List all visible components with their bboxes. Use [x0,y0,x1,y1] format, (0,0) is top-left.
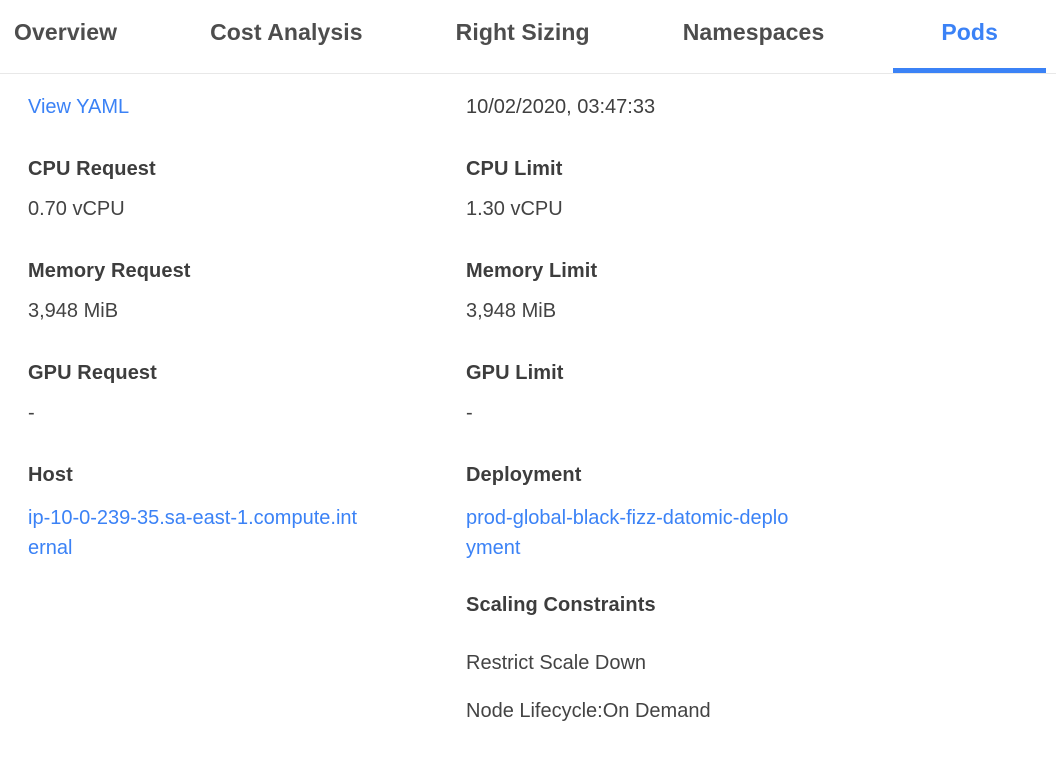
field-cpu-limit: CPU Limit 1.30 vCPU [466,157,1028,221]
field-label: GPU Limit [466,362,564,384]
field-deployment: Deployment prod-global-black-fizz-datomi… [466,463,1028,563]
field-value: - [28,402,35,424]
scaling-constraint-restrict-scale-down: Restrict Scale Down [466,652,647,674]
field-label: Memory Limit [466,260,598,282]
field-label: Host [28,464,73,486]
field-label: CPU Request [28,158,156,180]
host-link[interactable]: ip-10-0-239-35.sa-east-1.compute.interna… [28,507,358,559]
field-host: Host ip-10-0-239-35.sa-east-1.compute.in… [28,463,466,563]
field-label: Deployment [466,464,582,486]
tab-cost-analysis[interactable]: Cost Analysis [210,19,363,45]
details-right-column: 10/02/2020, 03:47:33 CPU Limit 1.30 vCPU… [466,95,1028,747]
pod-details-panel: View YAML CPU Request 0.70 vCPU Memory R… [0,74,1056,747]
scaling-constraint-node-lifecycle: Node Lifecycle:On Demand [466,700,711,722]
deployment-link[interactable]: prod-global-black-fizz-datomic-deploymen… [466,507,789,559]
field-label: CPU Limit [466,158,563,180]
tab-overview[interactable]: Overview [14,19,118,45]
view-yaml-link[interactable]: View YAML [28,96,130,118]
tab-namespaces[interactable]: Namespaces [682,19,825,45]
field-value: 1.30 vCPU [466,198,563,220]
field-memory-request: Memory Request 3,948 MiB [28,259,466,323]
field-label: GPU Request [28,362,157,384]
field-value: - [466,402,473,424]
field-cpu-request: CPU Request 0.70 vCPU [28,157,466,221]
field-value: 3,948 MiB [466,300,557,322]
field-value: 0.70 vCPU [28,198,125,220]
field-memory-limit: Memory Limit 3,948 MiB [466,259,1028,323]
field-gpu-request: GPU Request - [28,361,466,425]
field-gpu-limit: GPU Limit - [466,361,1028,425]
field-label: Memory Request [28,260,191,282]
scaling-constraints-label: Scaling Constraints [466,594,656,616]
details-left-column: View YAML CPU Request 0.70 vCPU Memory R… [28,95,466,747]
timestamp: 10/02/2020, 03:47:33 [466,96,656,118]
tab-bar: Overview Cost Analysis Right Sizing Name… [0,0,1056,74]
tab-right-sizing[interactable]: Right Sizing [455,19,590,45]
field-value: 3,948 MiB [28,300,119,322]
tab-pods[interactable]: Pods [893,0,1046,73]
